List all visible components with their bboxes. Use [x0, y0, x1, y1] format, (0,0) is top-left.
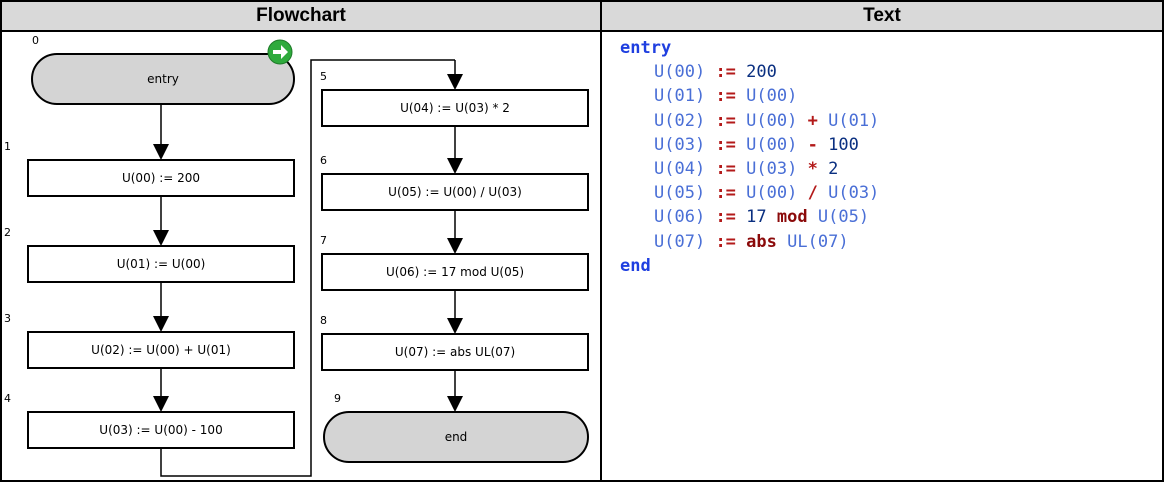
process-box[interactable]: U(03) := U(00) - 100 4 — [4, 392, 295, 449]
code-token: U(05) — [817, 207, 870, 228]
keyword-entry: entry — [620, 38, 672, 58]
process-box[interactable]: U(00) := 200 1 — [4, 140, 295, 197]
code-token: 17 — [746, 207, 767, 228]
node-number: 3 — [4, 312, 11, 325]
code-token: / — [807, 183, 818, 204]
code-token: U(03) — [746, 159, 798, 180]
node-label: U(01) := U(00) — [117, 257, 206, 271]
node-number: 9 — [334, 392, 341, 405]
process-box[interactable]: U(07) := abs UL(07) 8 — [320, 314, 589, 371]
node-label: U(00) := 200 — [122, 171, 200, 185]
connector-arrow — [153, 104, 169, 160]
code-token: U(00) — [746, 110, 798, 131]
connector-arrow — [447, 290, 463, 334]
code-token: U(00) — [746, 134, 798, 155]
connector-loop — [160, 59, 455, 477]
node-number: 4 — [4, 392, 11, 405]
node-number: 0 — [32, 34, 39, 47]
connector-arrow — [153, 282, 169, 332]
code-token: UL(07) — [787, 231, 849, 252]
code-token: U(01) — [828, 110, 880, 131]
node-label: U(04) := U(03) * 2 — [400, 101, 510, 115]
code-line: U(06) := 17 mod U(05) — [620, 205, 879, 229]
code-token: * — [807, 159, 818, 180]
terminal-entry[interactable]: entry 0 — [31, 34, 295, 105]
code-token: U(03) — [828, 183, 880, 204]
connector-arrow — [153, 196, 169, 246]
code-token: U(07) — [654, 231, 706, 252]
flowchart: entry 0U(00) := 200 1U(01) := U(00) 2U(02) … — [4, 34, 589, 477]
code-line-end: end — [620, 254, 879, 278]
node-label: U(02) := U(00) + U(01) — [91, 343, 231, 357]
header-flowchart: Flowchart — [0, 0, 602, 32]
start-arrow-icon — [267, 39, 293, 65]
code-line: U(00) := 200 — [620, 60, 879, 84]
code-token: U(02) — [654, 110, 706, 131]
connector-arrow — [447, 60, 463, 90]
code-token: U(05) — [654, 183, 706, 204]
terminal-end[interactable]: end 9 — [323, 392, 589, 463]
code-token: - — [807, 134, 818, 155]
node-label: entry — [147, 72, 179, 86]
connector-arrow — [447, 370, 463, 412]
code-line: U(03) := U(00) - 100 — [620, 133, 879, 157]
connector-arrow — [153, 368, 169, 412]
code-token: 200 — [746, 62, 777, 83]
code-token: + — [807, 110, 818, 131]
code-token: U(04) — [654, 159, 706, 180]
node-label: U(07) := abs UL(07) — [395, 345, 515, 359]
code-token: U(00) — [654, 62, 706, 83]
header-text: Text — [600, 0, 1164, 32]
code-line: U(02) := U(00) + U(01) — [620, 109, 879, 133]
node-number: 1 — [4, 140, 11, 153]
code-token: U(00) — [746, 183, 798, 204]
connector-arrow — [447, 210, 463, 254]
node-number: 7 — [320, 234, 327, 247]
process-box[interactable]: U(01) := U(00) 2 — [4, 226, 295, 283]
process-box[interactable]: U(04) := U(03) * 2 5 — [320, 70, 589, 127]
node-label: U(06) := 17 mod U(05) — [386, 265, 524, 279]
code-line: U(01) := U(00) — [620, 84, 879, 108]
code-token: := — [715, 231, 736, 252]
code-token: := — [715, 86, 736, 107]
code-token: U(01) — [654, 86, 706, 107]
code-line: U(05) := U(00) / U(03) — [620, 181, 879, 205]
code-token: := — [715, 207, 736, 228]
code-token: := — [715, 159, 736, 180]
node-label: U(03) := U(00) - 100 — [99, 423, 222, 437]
code-token: mod — [776, 207, 808, 228]
keyword-end: end — [620, 255, 651, 276]
code-token: 2 — [828, 159, 839, 180]
node-label: U(05) := U(00) / U(03) — [388, 185, 522, 199]
code-token: := — [715, 110, 736, 131]
code-line-entry: entry — [620, 36, 879, 60]
code-token: 100 — [828, 134, 859, 155]
code-token: := — [715, 134, 736, 155]
node-number: 8 — [320, 314, 327, 327]
node-number: 6 — [320, 154, 327, 167]
connector-arrow — [447, 126, 463, 174]
node-label: end — [445, 430, 468, 444]
code-token: U(03) — [654, 134, 706, 155]
code-token: U(00) — [746, 86, 798, 107]
code-line: U(04) := U(03) * 2 — [620, 157, 879, 181]
process-box[interactable]: U(06) := 17 mod U(05) 7 — [320, 234, 589, 291]
code-token: abs — [746, 231, 777, 252]
process-box[interactable]: U(02) := U(00) + U(01) 3 — [4, 312, 295, 369]
code-line: U(07) := abs UL(07) — [620, 230, 879, 254]
process-box[interactable]: U(05) := U(00) / U(03) 6 — [320, 154, 589, 211]
code-token: := — [715, 183, 736, 204]
code-token: U(06) — [654, 207, 706, 228]
code-token: := — [715, 62, 736, 83]
node-number: 2 — [4, 226, 11, 239]
node-number: 5 — [320, 70, 327, 83]
